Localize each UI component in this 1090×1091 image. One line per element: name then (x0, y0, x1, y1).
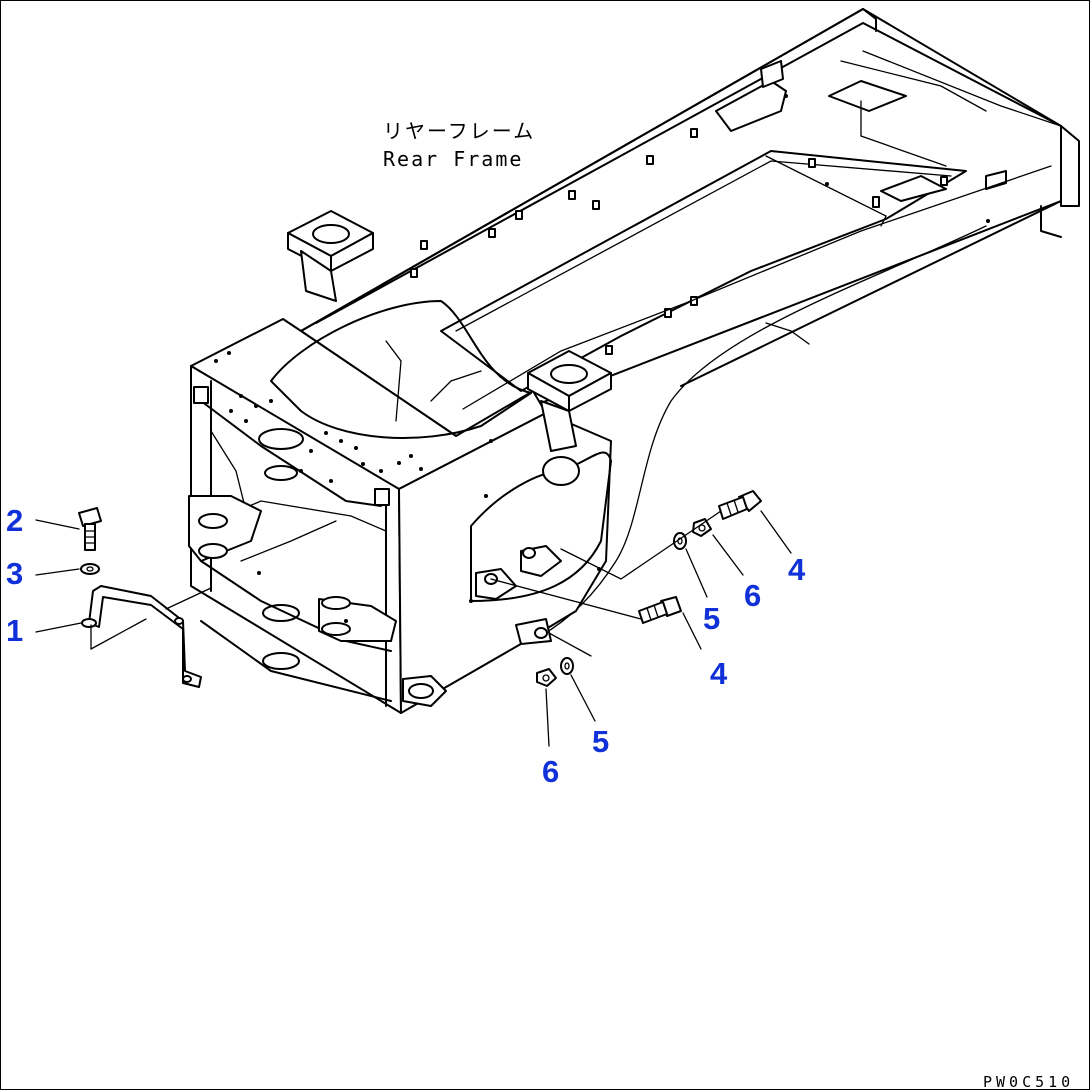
part-nut-6b (536, 668, 557, 687)
part-bolt-2 (78, 507, 102, 551)
callout-4a: 4 (788, 552, 806, 587)
callout-6a: 6 (744, 578, 761, 613)
frame-label: リヤーフレーム Rear Frame (383, 119, 535, 171)
callout-3: 3 (6, 556, 23, 591)
callout-1: 1 (6, 613, 23, 648)
drawing-code: PW0C510 (983, 1073, 1074, 1091)
callout-6b: 6 (542, 754, 559, 789)
front-box-frame (188, 300, 612, 714)
frame-label-english: Rear Frame (383, 147, 523, 171)
beam-studs (410, 94, 990, 355)
assembly-guide-lines (490, 510, 722, 657)
callout-5b: 5 (592, 724, 609, 759)
callout-4b: 4 (710, 656, 728, 691)
frame-beam (300, 8, 1080, 642)
part-callouts: 1 2 3 4 4 5 5 6 6 (6, 503, 806, 789)
part-bracket (81, 585, 212, 688)
leader-lines (35, 510, 792, 747)
part-bolt-4a (718, 490, 762, 520)
part-washer-3 (80, 563, 100, 575)
part-washer-5b (560, 657, 574, 675)
callout-5a: 5 (703, 601, 720, 636)
frame-rivets (214, 351, 601, 623)
part-bolt-4b (638, 596, 682, 624)
callout-2: 2 (6, 503, 23, 538)
upper-mount-pad (287, 210, 374, 302)
frame-label-japanese: リヤーフレーム (383, 119, 535, 143)
